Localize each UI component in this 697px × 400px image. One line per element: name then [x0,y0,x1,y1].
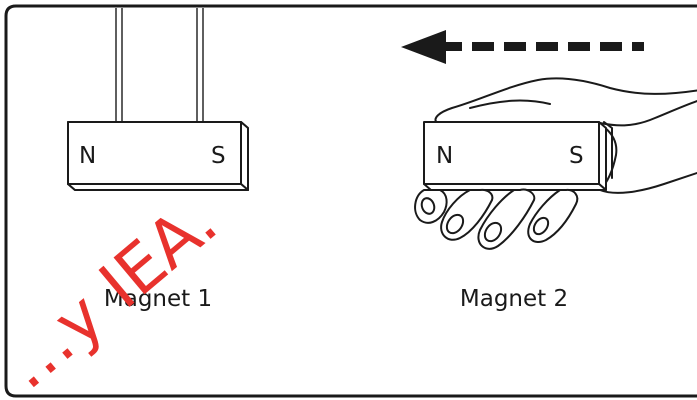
magnet-1-south-pole: S [211,143,226,169]
magnet-2-caption: Magnet 2 [460,286,568,312]
arrow-head [401,30,446,64]
bar-magnet-1 [67,121,249,191]
bar-magnet-2 [423,121,607,191]
magnet-2-south-pole: S [569,143,584,169]
magnet-2: N S Magnet 2 [414,77,697,312]
dashed-arrow-left [401,30,644,64]
magnet-1-north-pole: N [79,143,96,169]
hanging-strings [115,8,204,122]
magnet-1: N S Magnet 1 [67,8,249,312]
magnet-1-caption: Magnet 1 [104,286,212,312]
magnet-2-north-pole: N [436,143,453,169]
fingers [414,188,579,250]
diagram-frame [4,4,697,398]
arrow-dashes [446,42,644,51]
hand [434,77,697,194]
